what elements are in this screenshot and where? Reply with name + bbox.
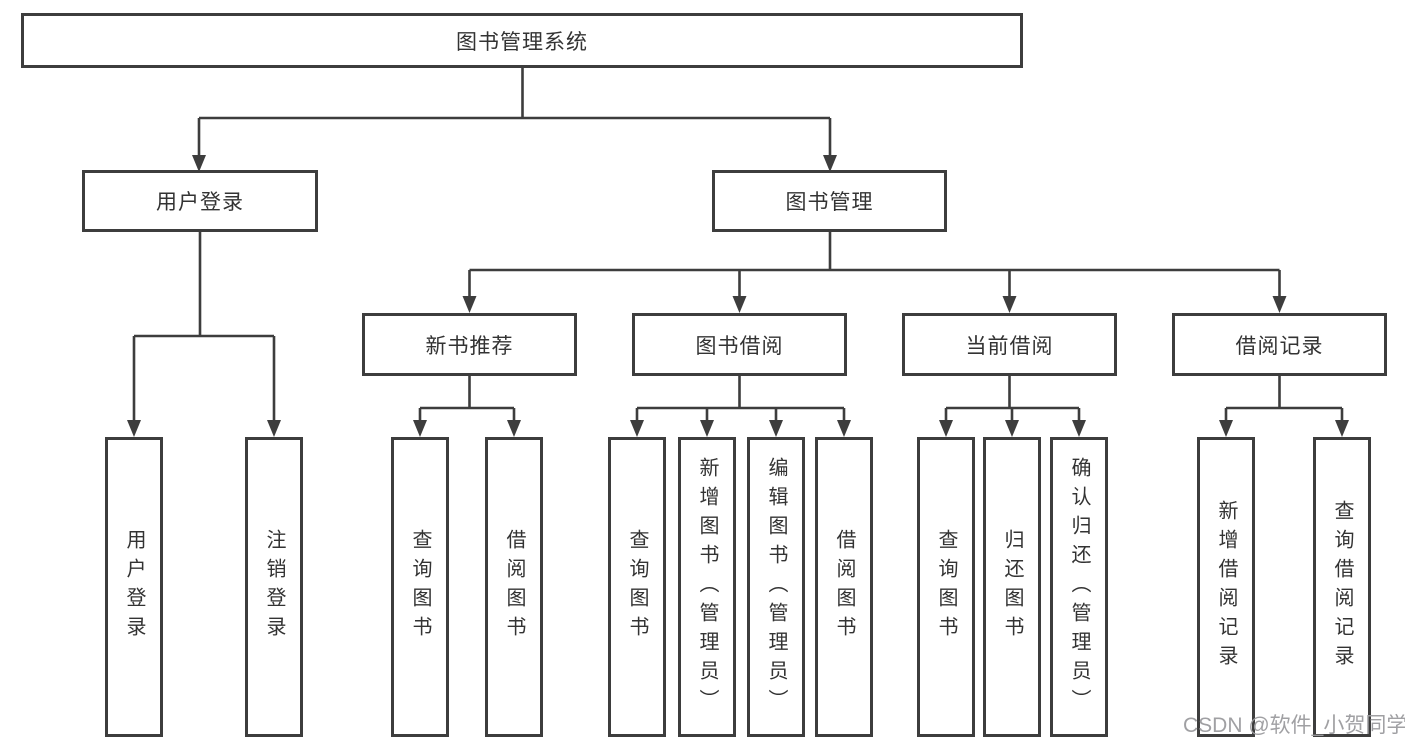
- node-borrow-records-label: 借阅记录: [1235, 334, 1324, 358]
- node-leaf-newbooks-borrow-label: 借阅图书: [503, 529, 525, 645]
- node-leaf-current-confirm-admin-label: 确认归还（管理员）: [1068, 456, 1090, 718]
- node-leaf-newbooks-query: 查询图书: [391, 437, 449, 737]
- node-new-book-recommend: 新书推荐: [362, 313, 577, 376]
- node-book-borrowing-label: 图书借阅: [695, 334, 784, 358]
- node-leaf-logout: 注销登录: [245, 437, 303, 737]
- node-book-management-label: 图书管理: [785, 191, 874, 214]
- node-leaf-borrow-borrow: 借阅图书: [815, 437, 873, 737]
- node-new-book-recommend-label: 新书推荐: [425, 334, 514, 358]
- node-current-borrowing-label: 当前借阅: [965, 334, 1054, 358]
- node-user-login-label: 用户登录: [156, 191, 244, 214]
- node-leaf-current-query-label: 查询图书: [935, 529, 957, 645]
- node-user-login: 用户登录: [82, 170, 318, 232]
- node-leaf-current-return: 归还图书: [983, 437, 1041, 737]
- node-leaf-records-add-label: 新增借阅记录: [1215, 500, 1237, 674]
- node-leaf-user-login: 用户登录: [105, 437, 163, 737]
- node-leaf-current-query: 查询图书: [917, 437, 975, 737]
- node-leaf-records-query-label: 查询借阅记录: [1331, 500, 1353, 674]
- node-library-system-label: 图书管理系统: [456, 30, 588, 54]
- node-leaf-newbooks-query-label: 查询图书: [409, 529, 431, 645]
- node-leaf-borrow-query: 查询图书: [608, 437, 666, 737]
- node-leaf-logout-label: 注销登录: [263, 529, 285, 645]
- csdn-watermark: CSDN @软件_小贺同学: [1183, 714, 1405, 737]
- node-current-borrowing: 当前借阅: [902, 313, 1117, 376]
- node-leaf-records-add: 新增借阅记录: [1197, 437, 1255, 737]
- node-leaf-newbooks-borrow: 借阅图书: [485, 437, 543, 737]
- node-leaf-borrow-borrow-label: 借阅图书: [833, 529, 855, 645]
- node-leaf-records-query: 查询借阅记录: [1313, 437, 1371, 737]
- node-leaf-borrow-query-label: 查询图书: [626, 529, 648, 645]
- node-borrow-records: 借阅记录: [1172, 313, 1387, 376]
- node-book-management: 图书管理: [712, 170, 947, 232]
- node-leaf-current-confirm-admin: 确认归还（管理员）: [1050, 437, 1108, 737]
- node-leaf-current-return-label: 归还图书: [1001, 529, 1023, 645]
- node-book-borrowing: 图书借阅: [632, 313, 847, 376]
- node-leaf-user-login-label: 用户登录: [123, 529, 145, 645]
- node-leaf-borrow-add-admin: 新增图书（管理员）: [678, 437, 736, 737]
- node-leaf-borrow-add-admin-label: 新增图书（管理员）: [696, 456, 718, 718]
- node-library-system: 图书管理系统: [21, 13, 1023, 68]
- node-leaf-borrow-edit-admin-label: 编辑图书（管理员）: [765, 456, 787, 718]
- node-leaf-borrow-edit-admin: 编辑图书（管理员）: [747, 437, 805, 737]
